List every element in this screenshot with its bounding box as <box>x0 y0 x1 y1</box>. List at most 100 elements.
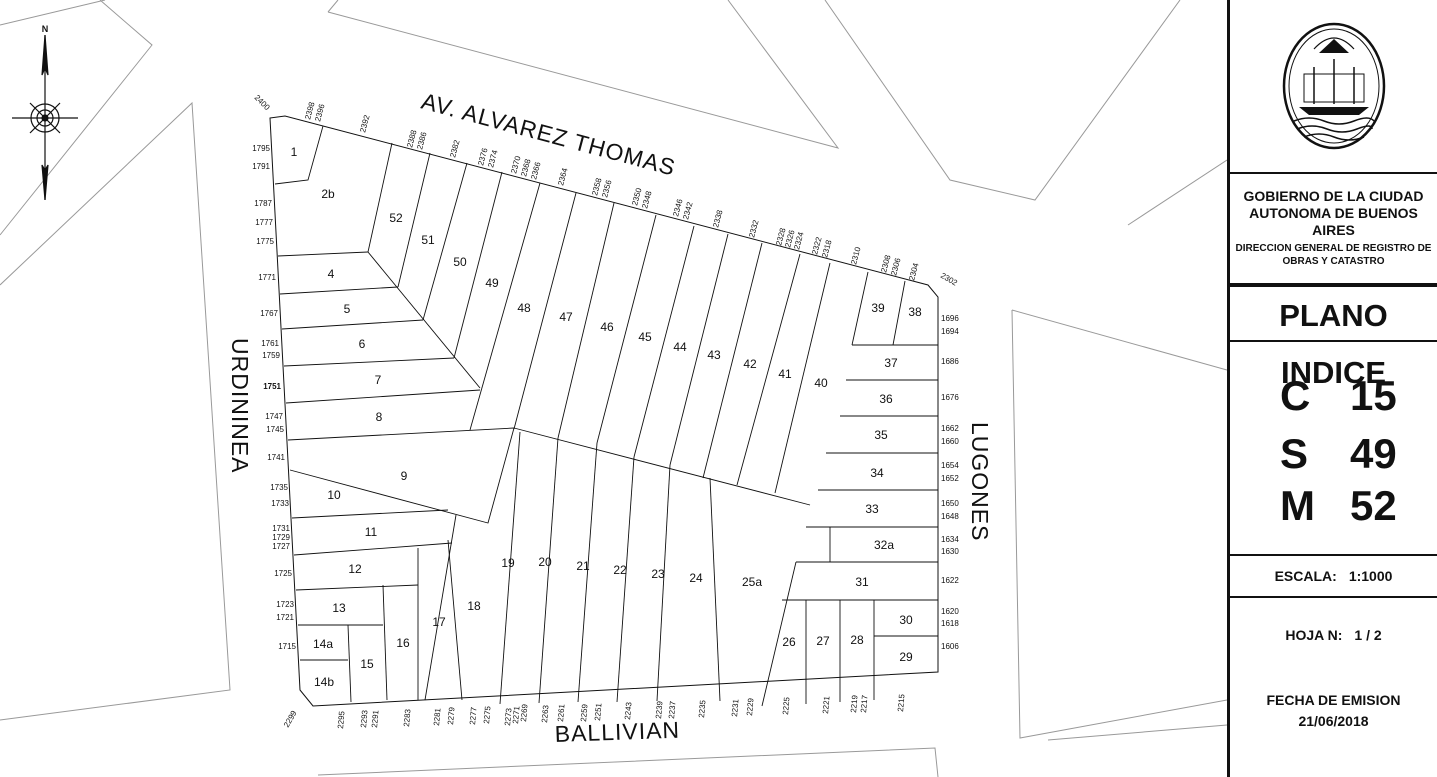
door-number: 2235 <box>697 699 708 718</box>
door-number: 1606 <box>941 642 959 651</box>
door-number: 1791 <box>252 162 270 171</box>
date-value: 21/06/2018 <box>1298 713 1369 729</box>
city-seal-icon <box>1282 22 1385 150</box>
lot-label: 17 <box>432 615 446 629</box>
lot-label: 45 <box>638 330 652 344</box>
cadastral-map: N <box>0 0 1227 777</box>
scale-label: ESCALA: <box>1274 568 1337 584</box>
lot-label: 33 <box>865 502 879 516</box>
lot-label: 1 <box>291 145 298 159</box>
lot-label: 21 <box>576 559 590 573</box>
lot-lines <box>274 125 938 707</box>
door-number: 1741 <box>267 453 285 462</box>
door-number: 1618 <box>941 619 959 628</box>
door-number: 1676 <box>941 393 959 402</box>
lot-label: 7 <box>375 373 382 387</box>
door-number: 1652 <box>941 474 959 483</box>
lot-label: 41 <box>778 367 792 381</box>
door-number: 1771 <box>258 273 276 282</box>
dept-line-2: OBRAS Y CATASTRO <box>1282 256 1385 267</box>
lot-label: 4 <box>328 267 335 281</box>
door-number: 2400 <box>253 93 272 112</box>
lot-label: 14b <box>314 675 334 689</box>
lot-label: 9 <box>401 469 408 483</box>
door-number: 2261 <box>556 703 567 722</box>
scale-value: 1:1000 <box>1348 568 1393 584</box>
door-number: 2221 <box>821 695 832 714</box>
door-number: 1721 <box>276 613 294 622</box>
door-number: 1725 <box>274 569 292 578</box>
door-number: 2275 <box>482 705 493 724</box>
m-value: 52 <box>1350 482 1397 529</box>
lot-label: 22 <box>613 563 627 577</box>
gov-line-1: GOBIERNO DE LA CIUDAD <box>1243 188 1424 204</box>
lot-label: 14a <box>313 637 333 651</box>
government-box: GOBIERNO DE LA CIUDAD AUTONOMA DE BUENOS… <box>1230 172 1437 285</box>
lot-label: 2b <box>321 187 335 201</box>
door-number: 2243 <box>623 701 634 720</box>
door-number: 1747 <box>265 412 283 421</box>
title-block-panel: GOBIERNO DE LA CIUDAD AUTONOMA DE BUENOS… <box>1227 0 1437 777</box>
door-number: 2259 <box>579 703 590 722</box>
door-number: 1622 <box>941 576 959 585</box>
lot-label: 38 <box>908 305 922 319</box>
lot-label: 51 <box>421 233 435 247</box>
door-number: 1715 <box>278 642 296 651</box>
door-number: 2279 <box>446 706 457 725</box>
lot-label: 50 <box>453 255 467 269</box>
door-numbers-right: 1696 1694 1686 1676 1662 1660 1654 1652 … <box>941 314 959 651</box>
door-number: 2277 <box>468 706 479 725</box>
lot-label: 10 <box>327 488 341 502</box>
street-left-label: URDININEA <box>227 338 253 474</box>
compass-rose-icon: N <box>12 24 78 201</box>
door-number: 1777 <box>255 218 273 227</box>
door-number: 2281 <box>432 707 443 726</box>
door-number: 2299 <box>282 709 299 729</box>
door-number: 2338 <box>711 208 724 228</box>
door-number: 1634 <box>941 535 959 544</box>
lot-label: 6 <box>359 337 366 351</box>
door-number: 2310 <box>849 245 862 265</box>
date-label: FECHA DE EMISION <box>1266 692 1401 708</box>
lot-label: 18 <box>467 599 481 613</box>
dept-line-1: DIRECCION GENERAL DE REGISTRO DE <box>1235 243 1432 254</box>
lot-label: 37 <box>884 356 898 370</box>
lot-label: 30 <box>899 613 913 627</box>
lot-label: 13 <box>332 601 346 615</box>
lot-label: 31 <box>855 575 869 589</box>
door-number: 1696 <box>941 314 959 323</box>
c-value: 15 <box>1350 372 1397 419</box>
door-number: 1654 <box>941 461 959 470</box>
street-bottom-label: BALLIVIAN <box>554 717 680 747</box>
lot-label: 19 <box>501 556 515 570</box>
lot-label: 16 <box>396 636 410 650</box>
door-numbers-left: 1795 1791 1787 1777 1775 1771 1767 1761 … <box>252 144 296 651</box>
door-number: 2263 <box>540 704 551 723</box>
neighbor-blocks <box>0 0 1227 777</box>
door-number: 1731 <box>272 524 290 533</box>
lot-label: 35 <box>874 428 888 442</box>
lot-label: 27 <box>816 634 830 648</box>
lot-label: 32a <box>874 538 894 552</box>
door-number: 1729 <box>272 533 290 542</box>
c-label: C <box>1280 372 1311 419</box>
block-outline <box>269 115 939 707</box>
door-number: 2215 <box>896 693 907 712</box>
door-number: 2293 <box>359 709 370 728</box>
lot-label: 12 <box>348 562 362 576</box>
door-number: 2295 <box>336 710 347 729</box>
door-number: 2231 <box>730 698 741 717</box>
sheet-label: HOJA N: <box>1285 627 1343 643</box>
lot-label: 36 <box>879 392 893 406</box>
street-right-label: LUGONES <box>967 422 993 541</box>
door-number: 1745 <box>266 425 284 434</box>
door-number: 1735 <box>270 483 288 492</box>
lot-label: 23 <box>651 567 665 581</box>
door-number: 1733 <box>271 499 289 508</box>
door-number: 1775 <box>256 237 274 246</box>
lot-label: 40 <box>814 376 828 390</box>
door-number: 1767 <box>260 309 278 318</box>
door-number: 1686 <box>941 357 959 366</box>
north-label: N <box>42 24 49 34</box>
lot-label: 24 <box>689 571 703 585</box>
